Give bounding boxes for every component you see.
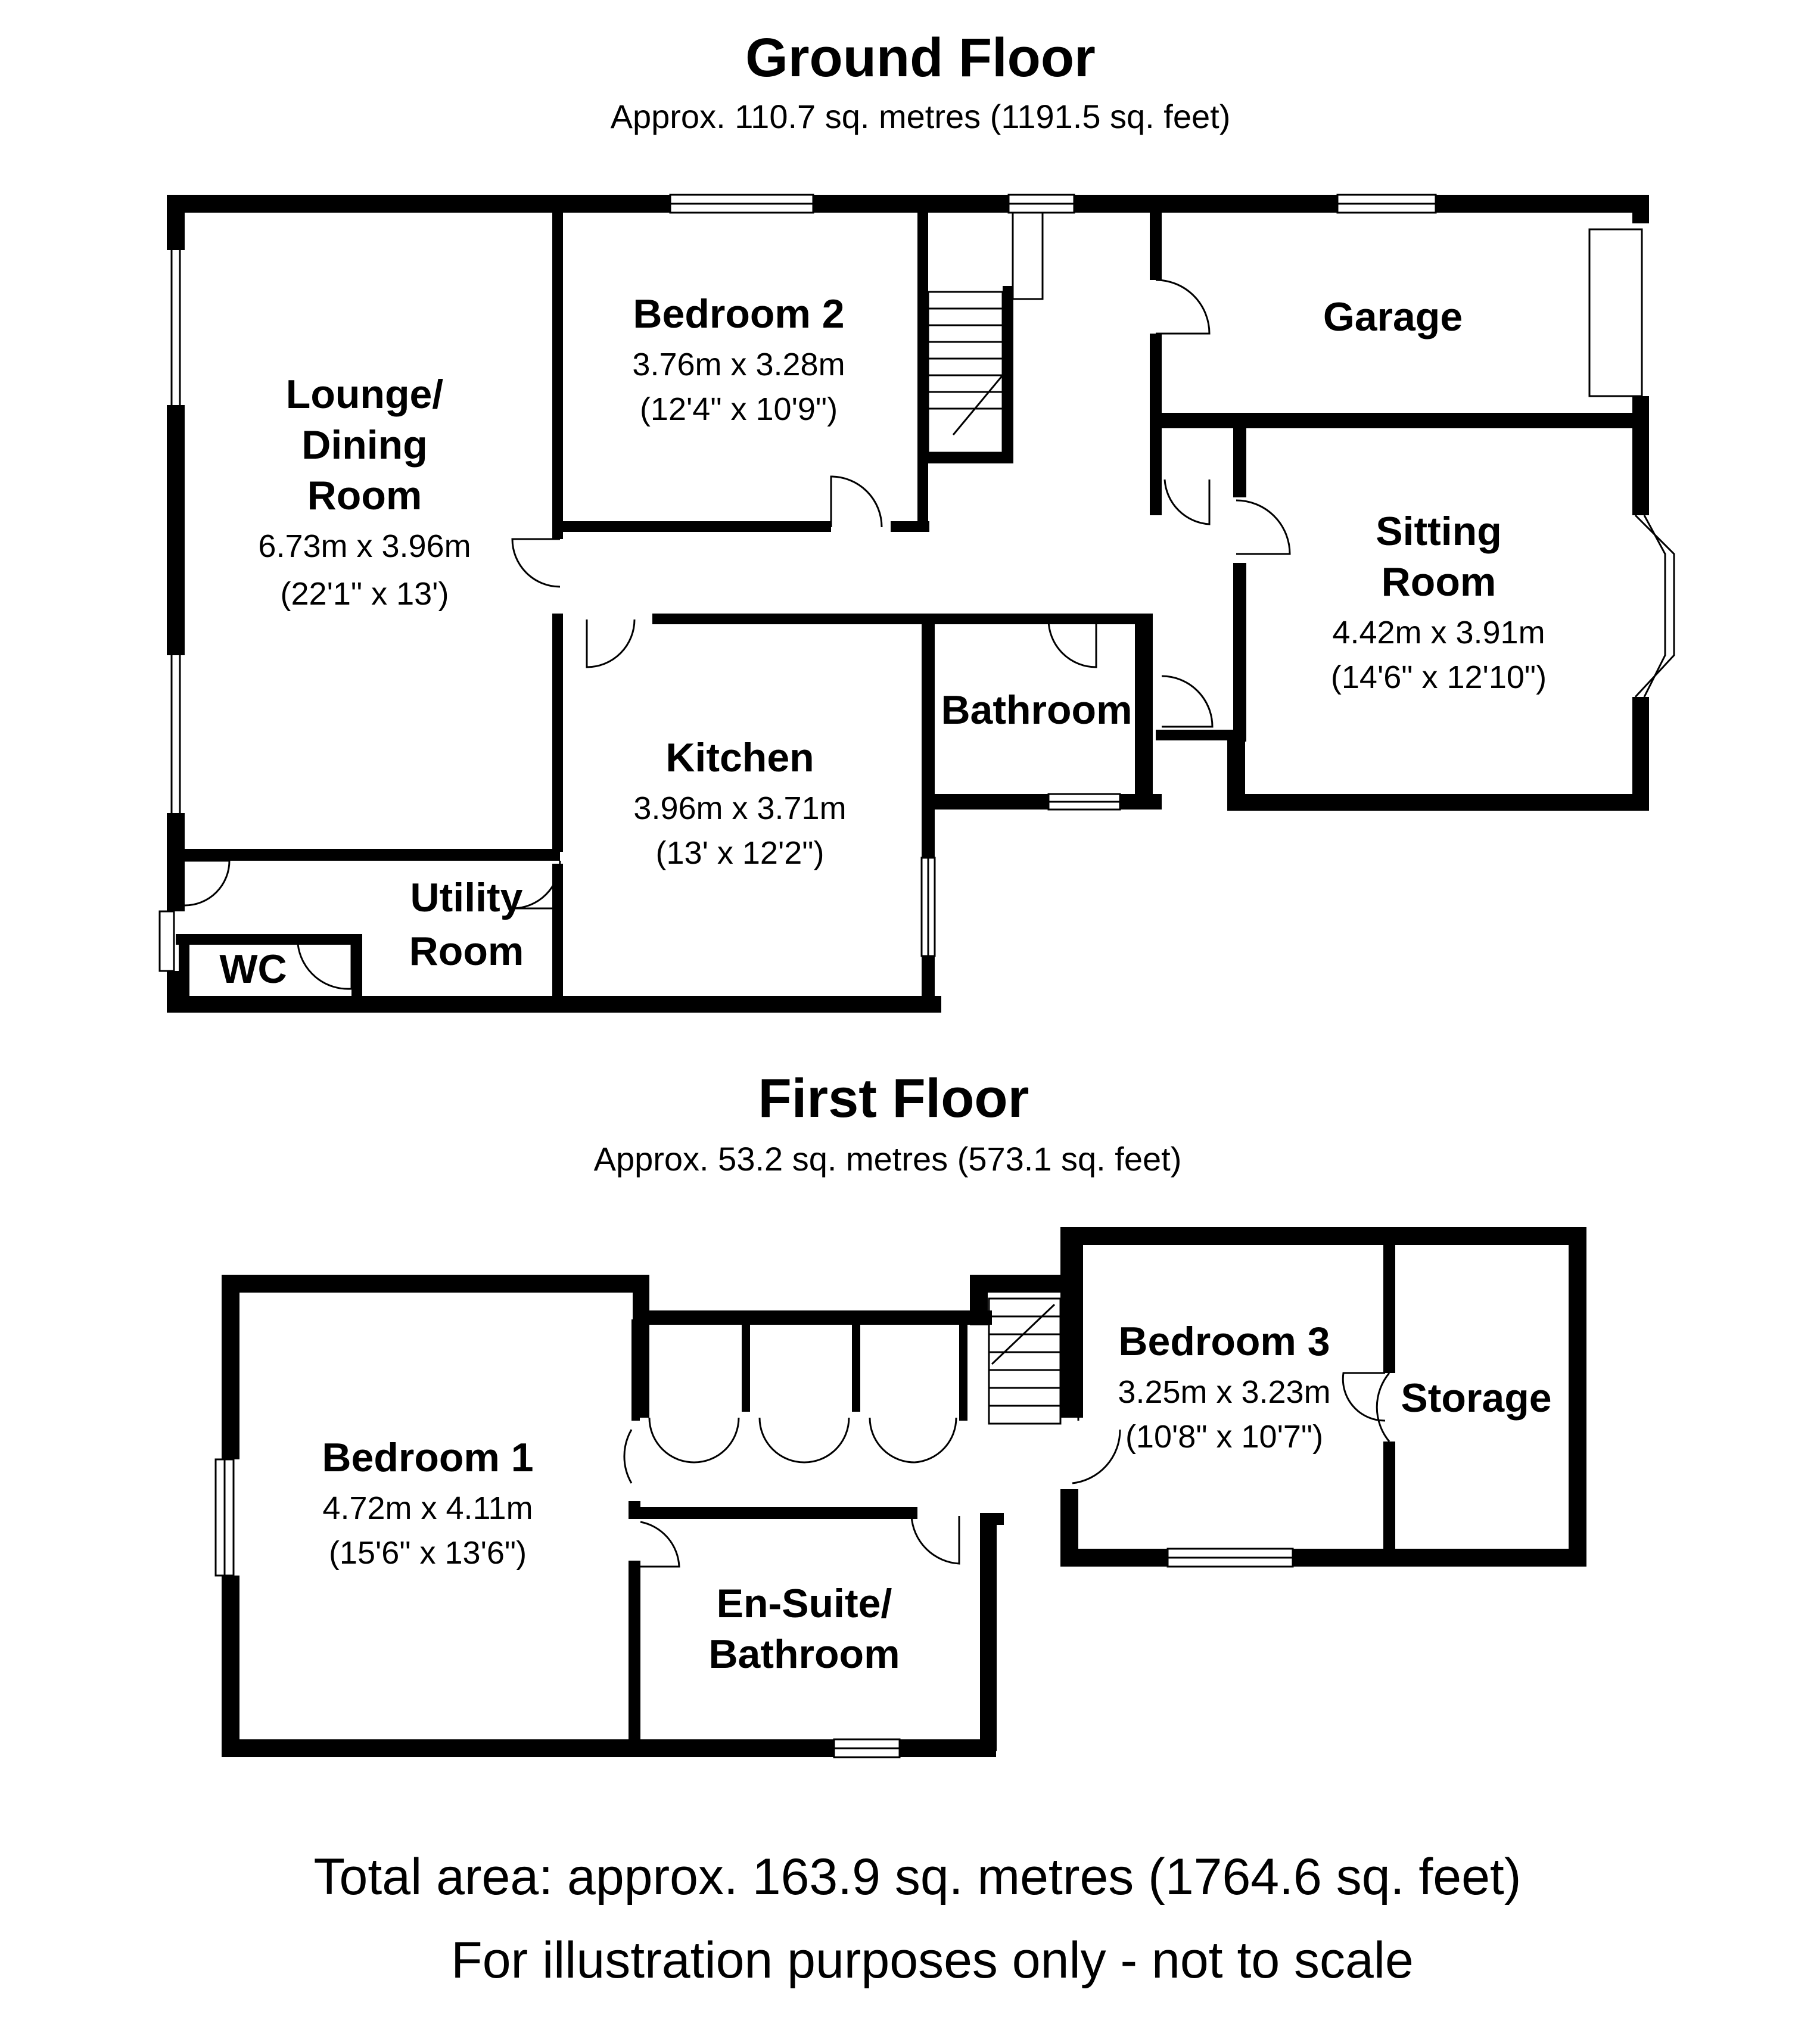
bedroom3-metric: 3.25m x 3.23m: [1118, 1374, 1330, 1410]
bedroom-2: Bedroom 2 3.76m x 3.28m (12'4" x 10'9"): [632, 291, 845, 427]
ground-floor-stairs: [927, 211, 1044, 454]
lounge-dining-room: Lounge/ Dining Room 6.73m x 3.96m (22'1"…: [258, 372, 471, 612]
ensuite-name-1: En-Suite/: [717, 1581, 892, 1626]
ground-floor-area: Approx. 110.7 sq. metres (1191.5 sq. fee…: [611, 98, 1231, 135]
bedroom-1: Bedroom 1 4.72m x 4.11m (15'6" x 13'6"): [322, 1435, 533, 1571]
sitting-name-1: Sitting: [1376, 509, 1502, 554]
bedroom1-name: Bedroom 1: [322, 1435, 533, 1480]
disclaimer: For illustration purposes only - not to …: [451, 1932, 1414, 1989]
storage: Storage: [1401, 1375, 1551, 1421]
lounge-name-2: Dining: [301, 422, 428, 468]
utility-room: Utility Room: [409, 875, 524, 974]
first-floor-stairs: [988, 1297, 1079, 1425]
lounge-name-1: Lounge/: [286, 372, 444, 417]
bedroom1-imperial: (15'6" x 13'6"): [329, 1535, 527, 1571]
ground-floor-windows: [158, 194, 1675, 972]
sitting-name-2: Room: [1382, 559, 1497, 605]
first-floor-windows: [214, 1458, 1294, 1758]
lounge-name-3: Room: [307, 473, 422, 518]
bedroom2-name: Bedroom 2: [633, 291, 844, 337]
first-floor-title: First Floor: [758, 1068, 1029, 1129]
storage-name: Storage: [1401, 1375, 1551, 1421]
bedroom3-imperial: (10'8" x 10'7"): [1125, 1419, 1323, 1455]
ground-floor-title: Ground Floor: [745, 27, 1096, 88]
wc: WC: [219, 947, 287, 992]
ensuite-name-2: Bathroom: [708, 1632, 900, 1677]
garage-name: Garage: [1323, 294, 1463, 340]
utility-name-2: Room: [409, 929, 524, 974]
utility-name-1: Utility: [410, 875, 523, 920]
garage: Garage: [1323, 294, 1463, 340]
total-area: Total area: approx. 163.9 sq. metres (17…: [314, 1848, 1522, 1906]
sitting-room: Sitting Room 4.42m x 3.91m (14'6" x 12'1…: [1331, 509, 1547, 695]
bedroom1-metric: 4.72m x 4.11m: [322, 1490, 533, 1526]
en-suite-bathroom: En-Suite/ Bathroom: [708, 1581, 900, 1677]
sitting-metric: 4.42m x 3.91m: [1332, 615, 1545, 650]
bedroom-3: Bedroom 3 3.25m x 3.23m (10'8" x 10'7"): [1118, 1319, 1330, 1455]
sitting-imperial: (14'6" x 12'10"): [1331, 659, 1547, 695]
lounge-metric: 6.73m x 3.96m: [258, 528, 471, 564]
kitchen: Kitchen 3.96m x 3.71m (13' x 12'2"): [633, 735, 846, 871]
kitchen-metric: 3.96m x 3.71m: [633, 790, 846, 826]
bedroom2-metric: 3.76m x 3.28m: [632, 347, 845, 382]
first-floor-doors: [623, 1372, 1390, 1568]
bathroom: Bathroom: [941, 687, 1132, 733]
kitchen-imperial: (13' x 12'2"): [656, 835, 825, 871]
kitchen-name: Kitchen: [665, 735, 814, 780]
wc-name: WC: [219, 947, 287, 992]
bedroom3-name: Bedroom 3: [1118, 1319, 1330, 1364]
first-floor-area: Approx. 53.2 sq. metres (573.1 sq. feet): [594, 1140, 1182, 1178]
bathroom-name: Bathroom: [941, 687, 1132, 733]
bedroom2-imperial: (12'4" x 10'9"): [640, 391, 838, 427]
lounge-imperial: (22'1" x 13'): [281, 576, 449, 612]
ground-floor-doors: [184, 279, 1291, 990]
